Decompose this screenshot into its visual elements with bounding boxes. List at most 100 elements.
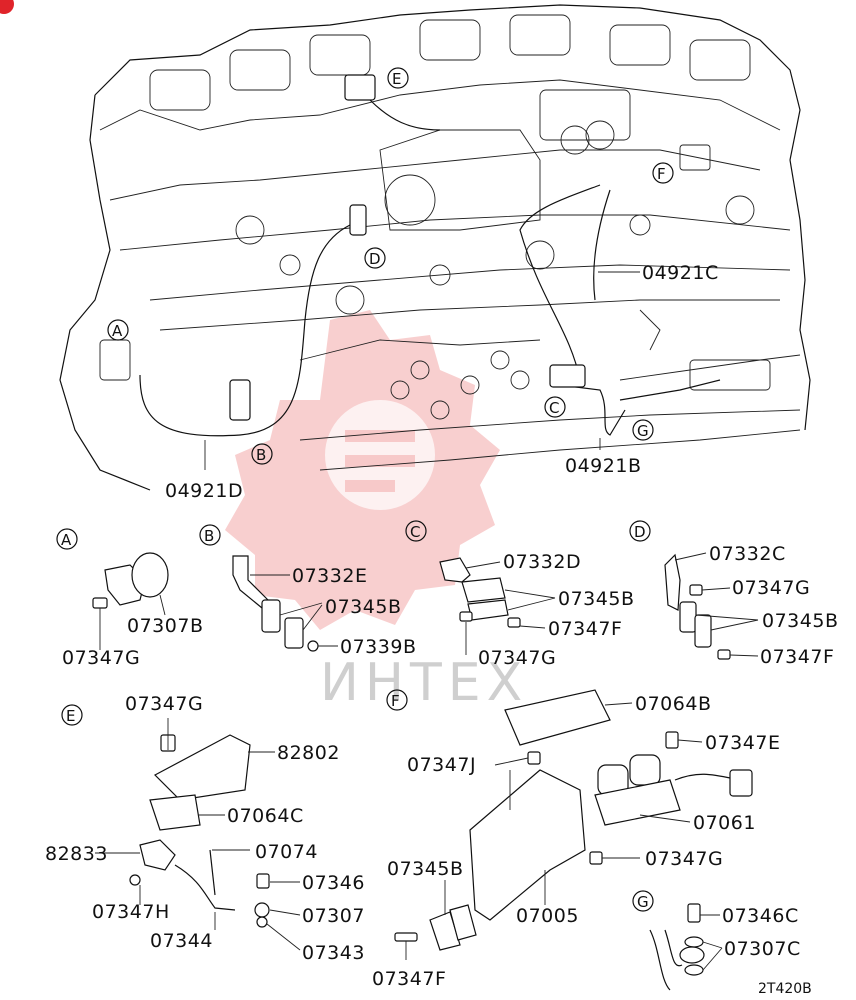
banjo-fitting [679, 946, 705, 964]
oring-07343 [256, 916, 268, 928]
bolt-07347e [665, 731, 679, 749]
label-07347G-e[interactable]: 07347G [125, 693, 203, 715]
svg-text:A: A [112, 322, 123, 340]
callout-d-detail: D [629, 520, 651, 542]
label-07347J[interactable]: 07347J [407, 754, 476, 776]
callout-e-detail: E [61, 704, 83, 726]
svg-text:C: C [549, 399, 559, 417]
cover-07064c [149, 794, 201, 831]
label-07346[interactable]: 07346 [302, 872, 365, 894]
detail-g: G 07346C 07307C [632, 890, 801, 991]
washer-07307 [254, 902, 270, 918]
pipe-g [649, 929, 671, 991]
figure-code: 2T420B [758, 981, 812, 997]
hose-04921D [139, 224, 351, 437]
svg-text:E: E [392, 70, 401, 88]
label-07332E[interactable]: 07332E [292, 565, 367, 587]
label-07347F-c[interactable]: 07347F [548, 618, 622, 640]
callout-e-main[interactable]: E [387, 67, 409, 89]
svg-text:B: B [204, 527, 214, 545]
bolt-07347f-f [394, 932, 418, 942]
svg-text:E: E [66, 707, 75, 725]
label-07347G-c[interactable]: 07347G [478, 647, 556, 669]
clamp-c [549, 364, 586, 388]
engine-block-illustration [59, 4, 811, 491]
callout-b-main[interactable]: B [251, 443, 273, 465]
label-04921D[interactable]: 04921D [165, 480, 243, 502]
watermark-text: ИНТЕХ [320, 653, 528, 713]
label-07074[interactable]: 07074 [255, 841, 318, 863]
label-07332C[interactable]: 07332C [709, 543, 786, 565]
clamp-07345b-c1 [461, 577, 506, 603]
bolt-07347g-d [689, 584, 703, 596]
washer-07307c-bottom [684, 964, 704, 976]
bracket-07332d [439, 557, 471, 583]
bolt-07346 [256, 873, 270, 889]
label-07339B[interactable]: 07339B [340, 636, 416, 658]
label-07347G-d[interactable]: 07347G [732, 577, 810, 599]
callout-f-detail: F [386, 689, 408, 711]
label-07347H[interactable]: 07347H [92, 901, 170, 923]
clamp-07345b-f2 [449, 904, 477, 941]
cover-07064b [504, 689, 611, 746]
callout-c-main[interactable]: C [544, 396, 566, 418]
label-07332D[interactable]: 07332D [503, 551, 581, 573]
label-07347G-a[interactable]: 07347G [62, 647, 140, 669]
callout-g-main[interactable]: G [632, 419, 654, 441]
label-07346C[interactable]: 07346C [722, 905, 799, 927]
label-07064C[interactable]: 07064C [227, 805, 304, 827]
corner-badge [0, 0, 14, 14]
detail-f: F 07064B 07347E 07347J 07061 07347G 0734… [372, 689, 780, 990]
svg-text:D: D [634, 523, 646, 541]
hose-07344 [174, 864, 236, 911]
label-07345B-f[interactable]: 07345B [387, 858, 463, 880]
callout-a-main[interactable]: A [107, 319, 129, 341]
label-07345B-b[interactable]: 07345B [325, 596, 401, 618]
clamp-07345b-d2 [694, 614, 712, 648]
label-04921C[interactable]: 04921C [642, 262, 719, 284]
clamp-b [229, 379, 251, 421]
label-07307B-a[interactable]: 07307B [127, 615, 203, 637]
callout-b-detail: B [199, 524, 221, 546]
clamp-07345b-b1 [261, 599, 281, 633]
label-07345B-d[interactable]: 07345B [762, 610, 838, 632]
label-82802[interactable]: 82802 [277, 742, 340, 764]
bracket-e [344, 74, 376, 101]
label-07061[interactable]: 07061 [693, 812, 756, 834]
bracket-07332c [664, 553, 681, 611]
gasket-07307b [131, 552, 169, 598]
bracket-07005 [469, 769, 586, 921]
hose-04921C [593, 189, 611, 301]
svg-text:F: F [391, 692, 400, 710]
detail-c: C 07332D 07345B 07347F 07347G [405, 520, 634, 669]
label-07347F-d[interactable]: 07347F [760, 646, 834, 668]
callout-d-main[interactable]: D [364, 247, 386, 269]
label-07347F-f[interactable]: 07347F [372, 968, 446, 990]
washer-07307c-top [684, 936, 704, 948]
label-07005[interactable]: 07005 [516, 905, 579, 927]
label-07307C[interactable]: 07307C [724, 938, 801, 960]
label-82833[interactable]: 82833 [45, 843, 108, 865]
clamp-07345b-c2 [467, 599, 509, 621]
detail-b: B 07332E 07345B 07339B [199, 524, 416, 658]
bolt-07347g-a [92, 597, 108, 609]
watermark-gear-logo [225, 310, 500, 630]
label-07344[interactable]: 07344 [150, 930, 213, 952]
label-07347G-f[interactable]: 07347G [645, 848, 723, 870]
hose-04921B [519, 184, 601, 381]
label-07307[interactable]: 07307 [302, 905, 365, 927]
label-04921B[interactable]: 04921B [565, 455, 641, 477]
label-07347E[interactable]: 07347E [705, 732, 780, 754]
nut-07339b [307, 640, 319, 652]
label-07343[interactable]: 07343 [302, 942, 365, 964]
label-07345B-c[interactable]: 07345B [558, 588, 634, 610]
label-07064B[interactable]: 07064B [635, 693, 711, 715]
detail-a: A 07307B 07347G [56, 528, 203, 669]
callout-f-main[interactable]: F [652, 162, 674, 184]
solenoid-07061 [594, 754, 753, 826]
clamp-d [349, 204, 367, 236]
clamp-07345b-d1 [679, 601, 697, 633]
bolt-07347f-d [717, 649, 731, 660]
svg-text:G: G [637, 422, 649, 440]
